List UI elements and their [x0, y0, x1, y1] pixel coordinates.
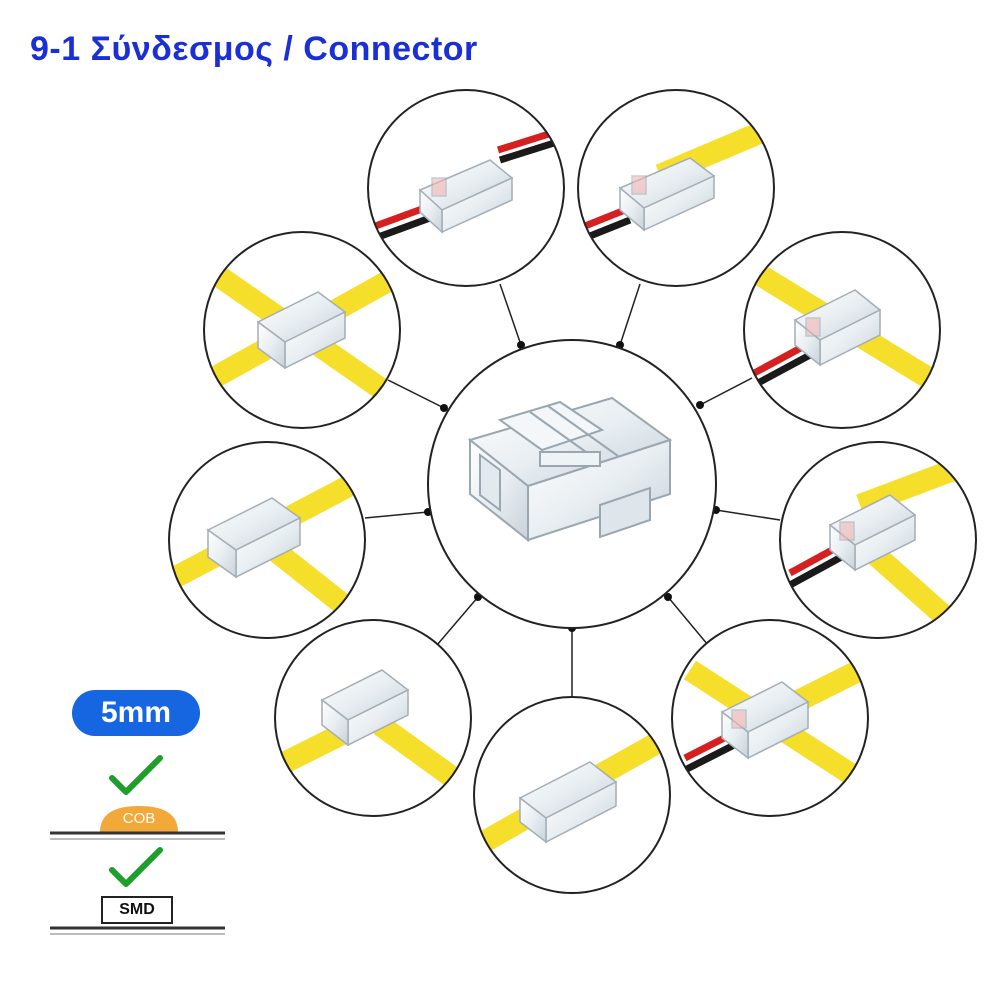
variant-strip-wire-tee [779, 441, 977, 639]
link-line-strip-l [436, 596, 479, 646]
check-icon [109, 847, 163, 887]
clear-connector-icon [206, 497, 302, 579]
link-line-strip-wire-tee [715, 509, 781, 521]
clear-connector-icon [720, 681, 810, 760]
link-line-strip-to-wire-right [699, 377, 753, 406]
variant-strip-to-strip [473, 696, 671, 894]
variant-strip-tee [168, 441, 366, 639]
variant-strip-wire-cross [671, 619, 869, 817]
size-badge: 5mm [72, 690, 200, 736]
cob-dome-icon [100, 806, 178, 832]
link-lines [364, 283, 781, 697]
legend-panel [50, 755, 225, 935]
link-line-strip-wire-cross [667, 596, 709, 646]
cob-label: COB [122, 810, 156, 827]
center-connector [427, 339, 717, 629]
clear-connector-icon [467, 396, 673, 543]
clear-connector-icon [618, 157, 716, 232]
link-line-strip-to-wire [619, 283, 641, 346]
clear-connector-icon [828, 494, 917, 572]
check-icon [109, 755, 163, 795]
smd-label: SMD [101, 896, 173, 924]
clear-connector-icon [256, 291, 347, 370]
variant-strip-to-wire [577, 89, 775, 287]
link-line-strip-cross [387, 379, 445, 409]
clear-connector-icon [418, 159, 514, 234]
variant-strip-l [274, 619, 472, 817]
clear-connector-icon [793, 289, 882, 367]
page-title: 9-1 Σύνδεσμος / Connector [30, 30, 478, 68]
variant-wire-to-wire [367, 89, 565, 287]
clear-connector-icon [320, 669, 410, 747]
clear-connector-icon [518, 761, 618, 844]
variant-strip-cross [203, 231, 401, 429]
link-line-wire-to-wire [499, 283, 522, 346]
link-line-strip-tee [364, 511, 429, 519]
variant-strip-to-wire-right [743, 231, 941, 429]
